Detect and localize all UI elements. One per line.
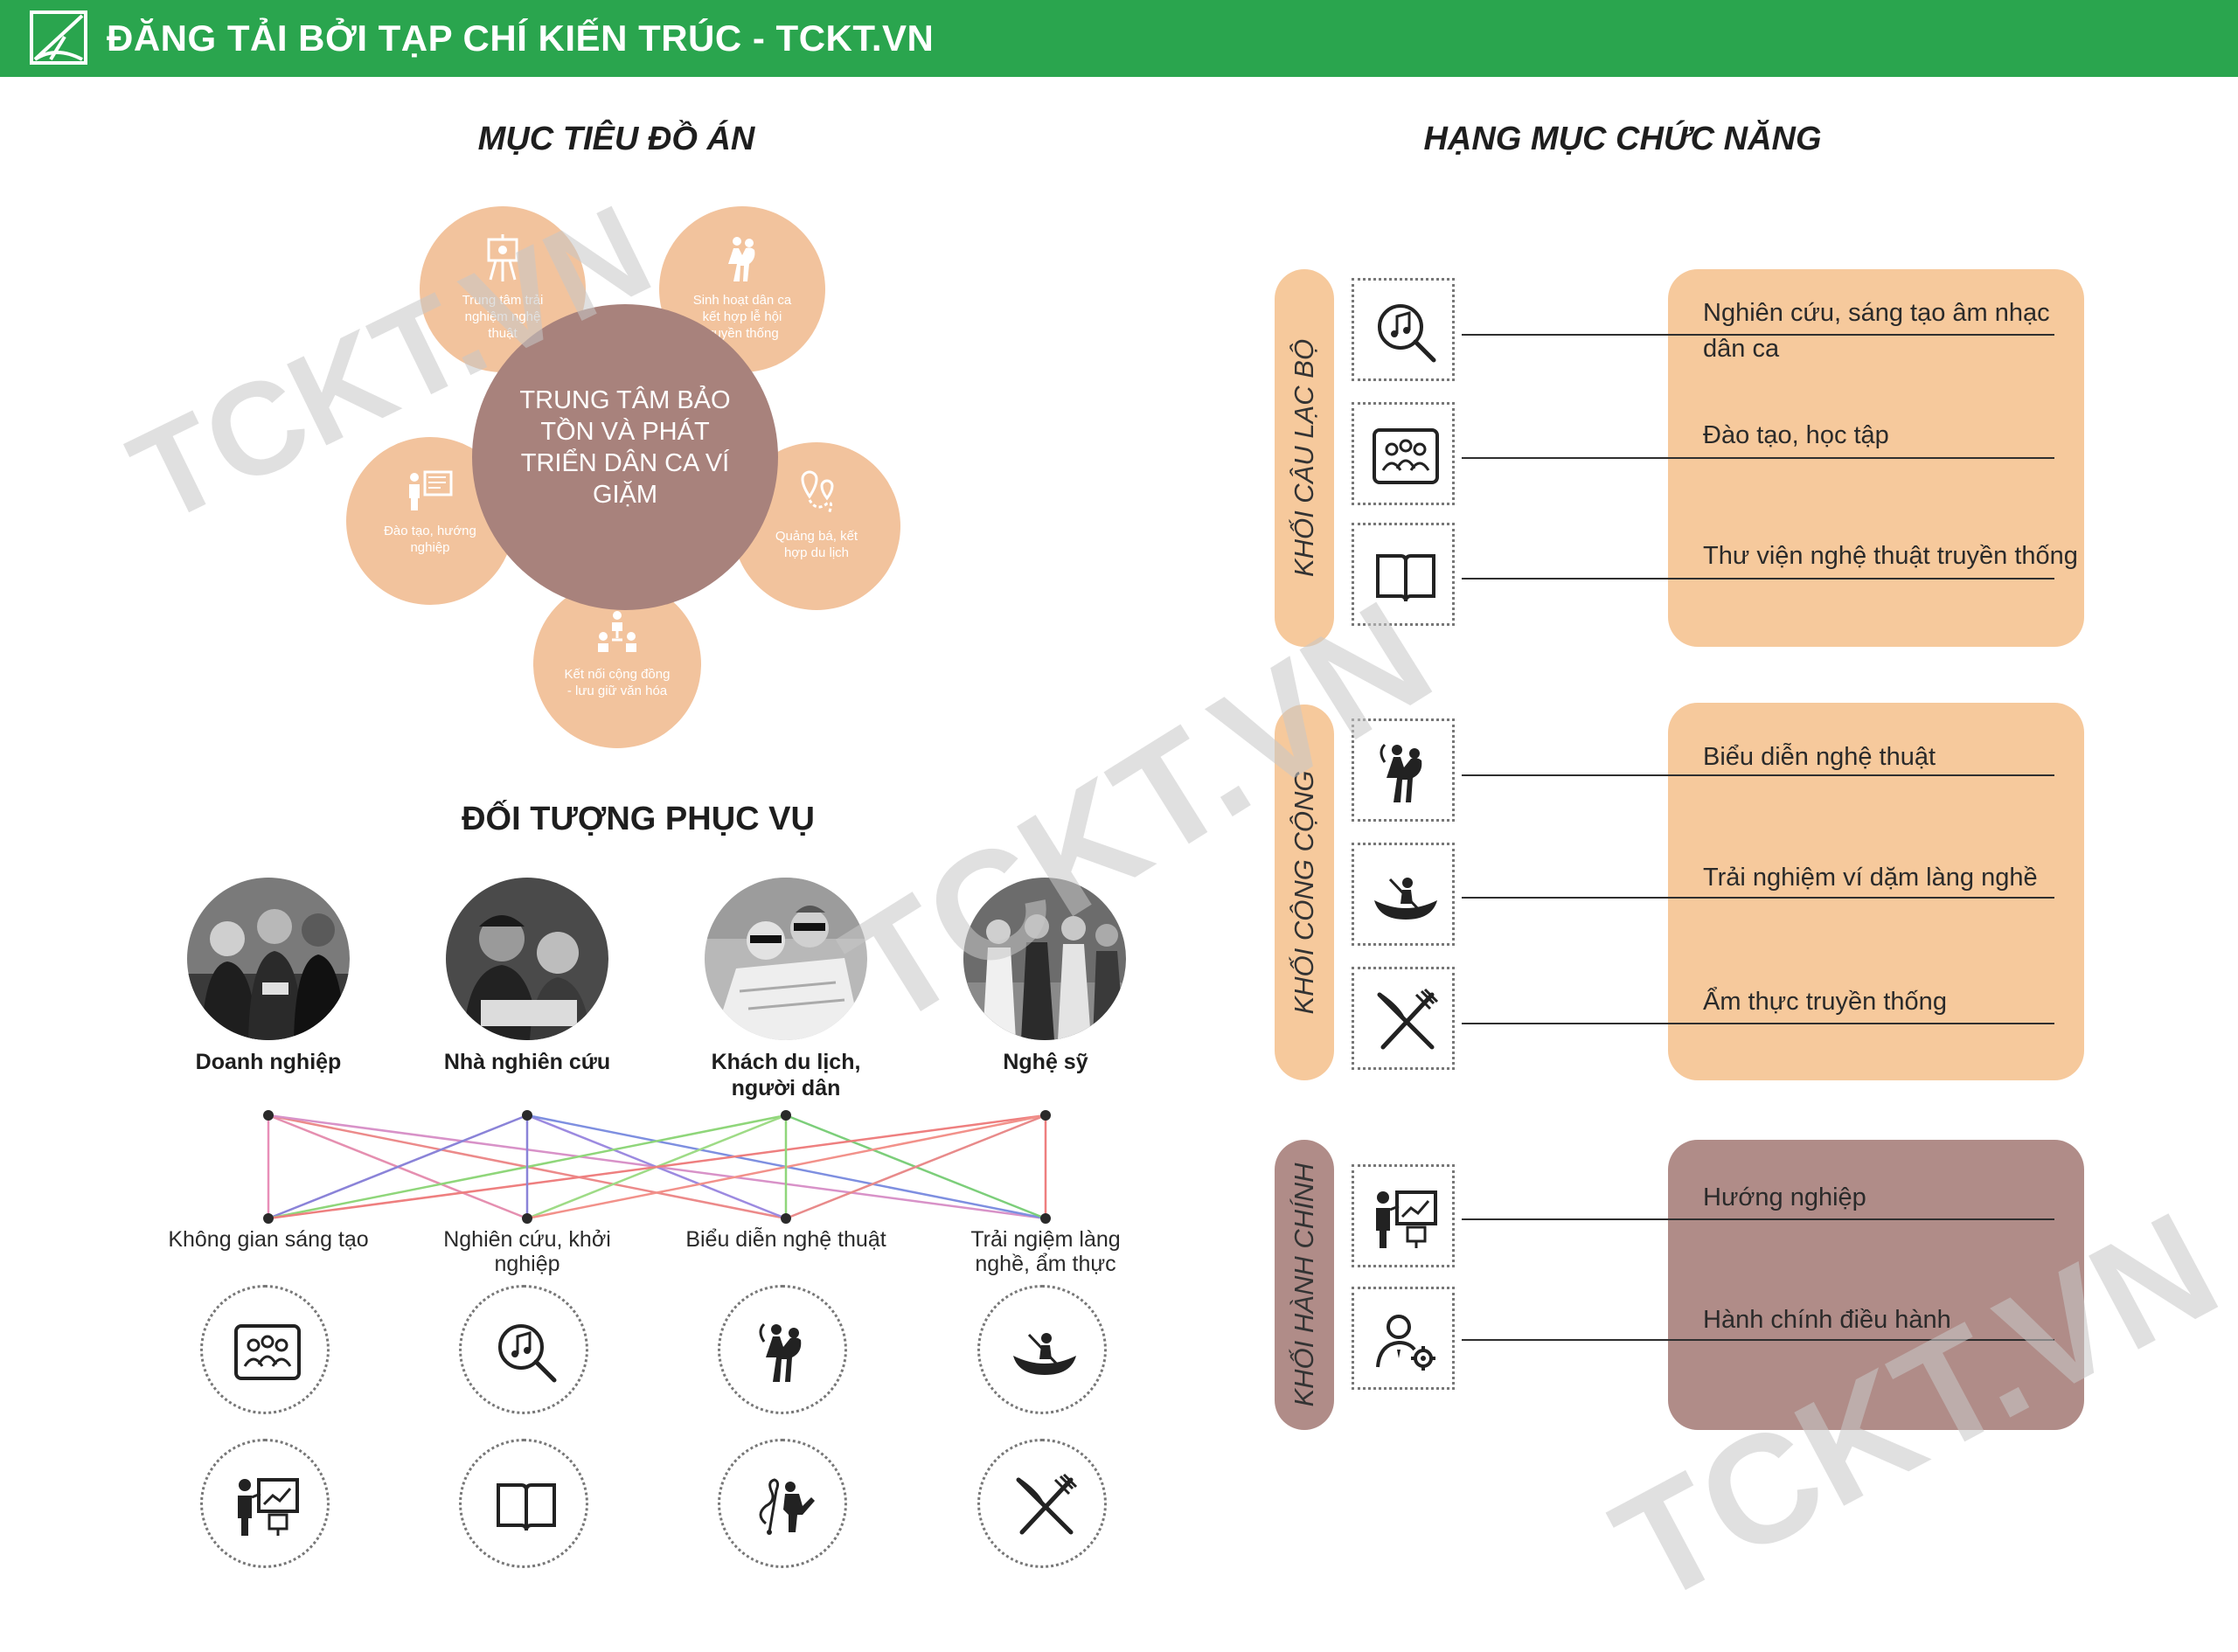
activity-icon-circle	[200, 1439, 330, 1568]
activity-node	[781, 1213, 791, 1224]
goal-petal-text: Trung tâm trải nghiệm nghệ thuật	[462, 293, 544, 341]
goals-title: MỤC TIÊU ĐỒ ÁN	[477, 121, 755, 157]
goal-petal-text: Kết nối cộng đồng - lưu giữ văn hóa	[564, 667, 671, 698]
activity-icon-circle	[977, 1285, 1107, 1414]
person-photo-business	[187, 878, 350, 1040]
cutlery-icon	[1010, 1471, 1080, 1541]
group-icon	[1371, 421, 1441, 491]
connection-line	[785, 1114, 1046, 1220]
connection-line	[268, 1114, 1046, 1220]
function-icon-box	[1352, 718, 1455, 822]
person-label: Nhà nghiên cứu	[443, 1050, 611, 1074]
group-pill-public: KHỐI CÔNG CỘNG	[1275, 705, 1334, 1080]
book-icon	[491, 1471, 561, 1541]
boat-icon	[1371, 862, 1441, 932]
group-pill-admin: KHỐI HÀNH CHÍNH	[1275, 1140, 1334, 1430]
activity-node	[263, 1213, 274, 1224]
connector-line	[1462, 1218, 2054, 1220]
function-item-text: Trải nghiệm ví dặm làng nghề	[1703, 864, 2038, 892]
music-search-icon	[491, 1317, 561, 1387]
goal-petal-text: Quảng bá, kết hợp du lịch	[775, 529, 858, 560]
dancers-icon	[1371, 738, 1441, 808]
function-item-text: Ẩm thực truyền thống	[1703, 988, 1947, 1016]
activity-icon-circle	[718, 1439, 847, 1568]
activity-label: Không gian sáng tạo	[168, 1227, 369, 1252]
music-performance-icon	[750, 1471, 820, 1541]
header-title: ĐĂNG TẢI BỞI TẠP CHÍ KIẾN TRÚC - TCKT.VN	[107, 17, 935, 59]
group-label: KHỐI CÔNG CỘNG	[1289, 770, 1319, 1015]
goal-petal: Trung tâm trải nghiệm nghệ thuật	[420, 206, 586, 372]
activity-label: Nghiên cứu, khởi nghiệp	[443, 1227, 611, 1276]
book-icon	[1371, 542, 1441, 612]
person-photo-artists	[963, 878, 1126, 1040]
function-item-text: Đào tạo, học tập	[1703, 421, 1889, 449]
goal-petal-text: Sinh hoạt dân ca kết hợp lễ hội truyền t…	[692, 293, 792, 341]
activity-icon-circle	[977, 1439, 1107, 1568]
training-icon	[233, 1471, 302, 1541]
connector-line	[1462, 1023, 2054, 1024]
functions-title: HẠNG MỤC CHỨC NĂNG	[1423, 121, 1822, 157]
training-icon	[1371, 1183, 1441, 1253]
person-node	[1040, 1110, 1051, 1121]
music-search-icon	[1371, 297, 1441, 367]
function-item-text: Nghiên cứu, sáng tạo âm nhạc dân ca	[1703, 299, 2050, 363]
function-item-text: Biểu diễn nghệ thuật	[1703, 743, 1936, 771]
person-label: Khách du lịch, người dân	[711, 1050, 861, 1100]
person-node	[263, 1110, 274, 1121]
person-label: Doanh nghiệp	[195, 1050, 342, 1074]
person-node	[522, 1110, 532, 1121]
function-icon-box	[1352, 402, 1455, 505]
person-node	[781, 1110, 791, 1121]
function-item-text: Thư viện nghệ thuật truyền thống	[1703, 542, 2078, 570]
admin-gear-icon	[1371, 1306, 1441, 1376]
connector-line	[1462, 774, 2054, 776]
function-icon-box	[1352, 1287, 1455, 1390]
tckt-logo-icon	[30, 10, 87, 65]
activity-icon-circle	[459, 1285, 588, 1414]
cutlery-icon	[1371, 986, 1441, 1056]
activity-label: Trải ngiệm làng nghề, ẩm thực	[970, 1227, 1121, 1276]
function-item-text: Hướng nghiệp	[1703, 1183, 1866, 1211]
connection-line	[268, 1114, 528, 1220]
function-icon-box	[1352, 278, 1455, 381]
group-box-public	[1668, 703, 2084, 1080]
activity-node	[1040, 1213, 1051, 1224]
activity-icon-circle	[718, 1285, 847, 1414]
connector-line	[1462, 578, 2054, 580]
boat-icon	[1010, 1317, 1080, 1387]
function-icon-box	[1352, 1164, 1455, 1267]
function-icon-box	[1352, 967, 1455, 1070]
group-icon	[233, 1317, 302, 1387]
goal-center-text: TRUNG TÂM BẢO TỒN VÀ PHÁT TRIỂN DÂN CA V…	[519, 386, 731, 509]
dancers-icon	[750, 1317, 820, 1387]
activity-icon-circle	[200, 1285, 330, 1414]
connector-line	[1462, 897, 2054, 899]
goal-center-circle: TRUNG TÂM BẢO TỒN VÀ PHÁT TRIỂN DÂN CA V…	[472, 304, 778, 610]
header-bar: ĐĂNG TẢI BỞI TẠP CHÍ KIẾN TRÚC - TCKT.VN	[0, 0, 2238, 77]
activity-node	[522, 1213, 532, 1224]
function-item-text: Hành chính điều hành	[1703, 1306, 1951, 1334]
group-box-admin	[1668, 1140, 2084, 1430]
function-icon-box	[1352, 523, 1455, 626]
function-icon-box	[1352, 843, 1455, 946]
connector-line	[1462, 457, 2054, 459]
group-label: KHỐI HÀNH CHÍNH	[1289, 1163, 1319, 1407]
connector-line	[1462, 1339, 2054, 1341]
group-pill-club: KHỐI CÂU LẠC BỘ	[1275, 269, 1334, 647]
goal-petal-text: Đào tạo, hướng nghiệp	[384, 524, 476, 555]
activity-icon-circle	[459, 1439, 588, 1568]
person-label: Nghệ sỹ	[1003, 1050, 1088, 1074]
activity-label: Biểu diễn nghệ thuật	[685, 1227, 886, 1252]
group-label: KHỐI CÂU LẠC BỘ	[1289, 338, 1319, 578]
connector-line	[1462, 334, 2054, 336]
audience-title: ĐỐI TƯỢNG PHỤC VỤ	[462, 801, 815, 837]
